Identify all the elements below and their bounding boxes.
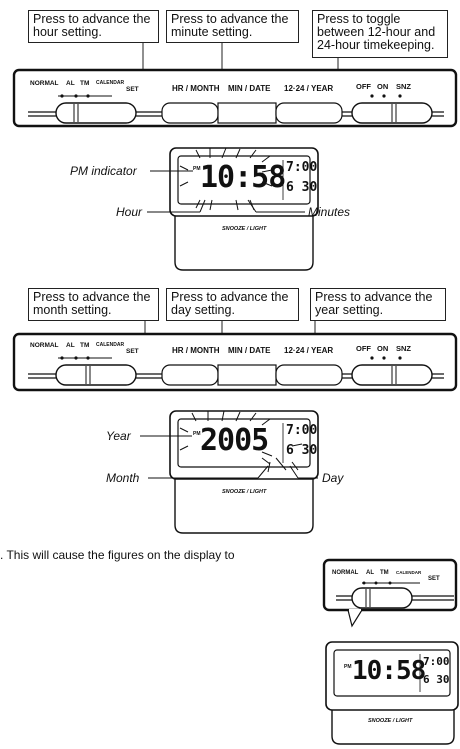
switch-on-label: ON (377, 344, 389, 353)
switch-snz-label: SNZ (396, 82, 411, 91)
label-hour: Hour (116, 205, 143, 219)
callout-month: Press to advance the month setting. (28, 288, 159, 321)
clock1-snooze-light[interactable]: SNOOZE / LIGHT (222, 226, 267, 232)
control-panel-2 (12, 332, 458, 392)
clock-1 (147, 147, 319, 271)
mode-calendar-label: CALENDAR (396, 570, 422, 575)
mode-normal-label: NORMAL (30, 80, 59, 87)
control-panel-1 (12, 68, 458, 128)
clock2-main-display: 2005 (200, 423, 269, 458)
switch-off-label: OFF (356, 344, 371, 353)
clock2-small-bottom: 6 30 (286, 443, 318, 458)
mode-tm-label: TM (80, 342, 90, 349)
instruction-text: . This will cause the figures on the dis… (0, 548, 235, 562)
callout-minute: Press to advance the minute setting. (166, 10, 299, 43)
clock3-main-display: 10:58 (352, 656, 426, 686)
callout-toggle: Press to toggle between 12-hour and 24-h… (312, 10, 448, 58)
clock1-small-bottom: 6 30 (286, 180, 318, 195)
switch-snz-label: SNZ (396, 344, 411, 353)
callout-day: Press to advance the day setting. (166, 288, 299, 321)
mode-set-label: SET (126, 86, 139, 93)
callout-year: Press to advance the year setting. (310, 288, 446, 321)
clock1-small-top: 7:00 (286, 160, 318, 175)
button-hr-month-label[interactable]: HR / MONTH (172, 346, 220, 355)
label-minutes: Minutes (308, 205, 351, 219)
callout-hour: Press to advance the hour setting. (28, 10, 159, 43)
mode-tm-label: TM (380, 570, 389, 576)
clock3-snooze-light[interactable]: SNOOZE / LIGHT (368, 718, 413, 724)
mode-al-label: AL (366, 570, 374, 576)
mode-tm-label: TM (80, 80, 90, 87)
switch-on-label: ON (377, 82, 389, 91)
button-min-date-label[interactable]: MIN / DATE (228, 84, 271, 93)
clock3-small-bottom: 6 30 (423, 673, 450, 686)
mode-normal-label: NORMAL (30, 342, 59, 349)
label-month: Month (106, 471, 140, 485)
mode-calendar-label: CALENDAR (96, 80, 125, 86)
mode-al-label: AL (66, 342, 75, 349)
mode-al-label: AL (66, 80, 75, 87)
mode-set-label: SET (126, 348, 139, 355)
mode-set-label: SET (428, 576, 440, 582)
label-day: Day (322, 471, 344, 485)
clock2-snooze-light[interactable]: SNOOZE / LIGHT (222, 489, 267, 495)
button-12-24-year-label[interactable]: 12·24 / YEAR (284, 346, 334, 355)
label-pm-indicator: PM indicator (70, 164, 137, 178)
mode-normal-label: NORMAL (332, 570, 359, 576)
mode-calendar-label: CALENDAR (96, 342, 125, 348)
switch-off-label: OFF (356, 82, 371, 91)
button-12-24-year-label[interactable]: 12·24 / YEAR (284, 84, 334, 93)
button-hr-month-label[interactable]: HR / MONTH (172, 84, 220, 93)
pm-indicator: PM (193, 166, 201, 172)
pm-indicator: PM (344, 664, 352, 670)
button-min-date-label[interactable]: MIN / DATE (228, 346, 271, 355)
control-panel-3 (322, 558, 458, 628)
clock3-small-top: 7:00 (423, 655, 450, 668)
label-year: Year (106, 429, 131, 443)
clock-2 (140, 410, 319, 534)
clock2-small-top: 7:00 (286, 423, 318, 438)
clock1-main-display: 10:58 (200, 160, 286, 195)
pm-indicator: PM (193, 431, 201, 437)
clock-3 (325, 641, 459, 745)
